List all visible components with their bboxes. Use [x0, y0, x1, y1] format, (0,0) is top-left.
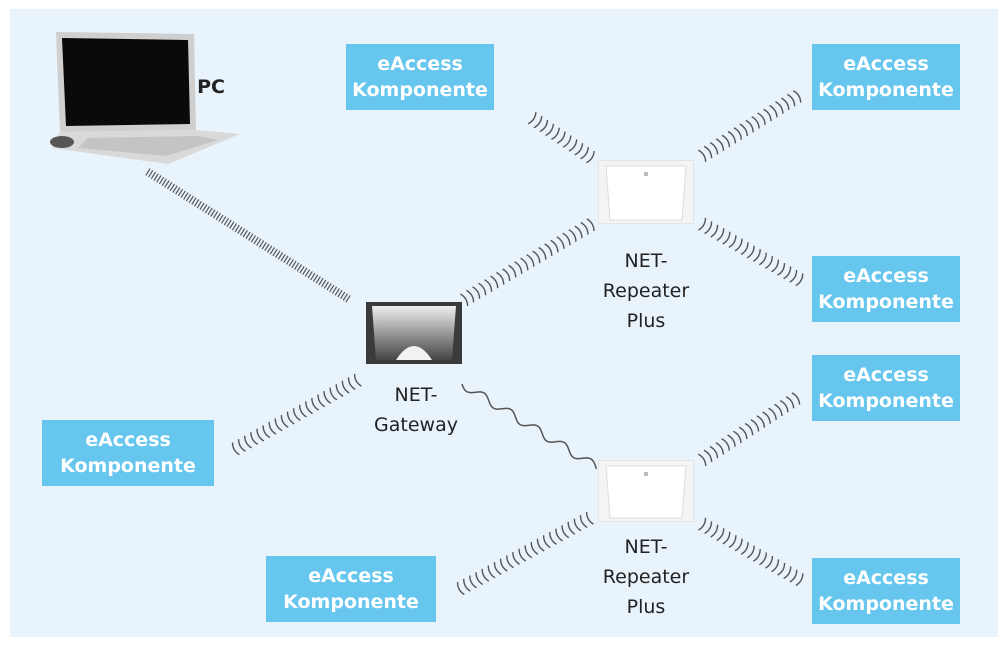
- wavy-link-gateway-repeater-bottom: [461, 383, 598, 470]
- gateway-label-line1: NET-: [394, 384, 438, 406]
- radio-link-repeater-bottom-component: [456, 511, 594, 596]
- component-line2: Komponente: [283, 591, 419, 613]
- repeater-bottom-label-line3: Plus: [626, 596, 666, 618]
- repeater-top-label-line3: Plus: [626, 310, 666, 332]
- repeater-top-label-line1: NET-: [624, 250, 668, 272]
- radio-link-gateway-component: [231, 373, 362, 456]
- laptop-icon: [50, 32, 240, 164]
- component-line1: eAccess: [377, 53, 463, 75]
- component-line1: eAccess: [843, 53, 929, 75]
- repeater-top-label: NET- Repeater Plus: [588, 246, 704, 336]
- eaccess-component-box: eAccess Komponente: [346, 44, 494, 110]
- eaccess-component-box: eAccess Komponente: [266, 556, 436, 622]
- radio-link-repeater-bottom-component: [697, 392, 801, 466]
- repeater-bottom-device-icon: [598, 460, 694, 522]
- component-line2: Komponente: [352, 79, 488, 101]
- radio-link-repeater-top-component: [698, 217, 804, 287]
- eaccess-component-box: eAccess Komponente: [812, 558, 960, 624]
- gateway-label: NET- Gateway: [356, 380, 476, 440]
- component-line2: Komponente: [818, 593, 954, 615]
- component-line1: eAccess: [843, 567, 929, 589]
- gateway-device-icon: [366, 302, 462, 364]
- component-line1: eAccess: [308, 565, 394, 587]
- radio-link-repeater-top-component: [527, 112, 595, 164]
- repeater-bottom-label-line2: Repeater: [602, 566, 690, 588]
- radio-link-repeater-top-component: [697, 90, 802, 162]
- eaccess-component-box: eAccess Komponente: [812, 256, 960, 322]
- repeater-top-device-icon: [598, 160, 694, 224]
- radio-link-repeater-bottom-component: [698, 517, 804, 587]
- pc-label: PC: [197, 76, 225, 98]
- component-line2: Komponente: [818, 390, 954, 412]
- repeater-bottom-label-line1: NET-: [624, 536, 668, 558]
- component-line2: Komponente: [818, 291, 954, 313]
- repeater-top-label-line2: Repeater: [602, 280, 690, 302]
- component-line1: eAccess: [843, 364, 929, 386]
- eaccess-component-box: eAccess Komponente: [812, 355, 960, 421]
- component-line1: eAccess: [85, 429, 171, 451]
- eaccess-component-box: eAccess Komponente: [812, 44, 960, 110]
- radio-link-gateway-repeater-top: [460, 218, 595, 307]
- component-line2: Komponente: [60, 455, 196, 477]
- gateway-label-line2: Gateway: [374, 414, 458, 436]
- component-line1: eAccess: [843, 265, 929, 287]
- eaccess-component-box: eAccess Komponente: [42, 420, 214, 486]
- wired-link-pc-gateway: [145, 168, 351, 303]
- component-line2: Komponente: [818, 79, 954, 101]
- repeater-bottom-label: NET- Repeater Plus: [588, 532, 704, 622]
